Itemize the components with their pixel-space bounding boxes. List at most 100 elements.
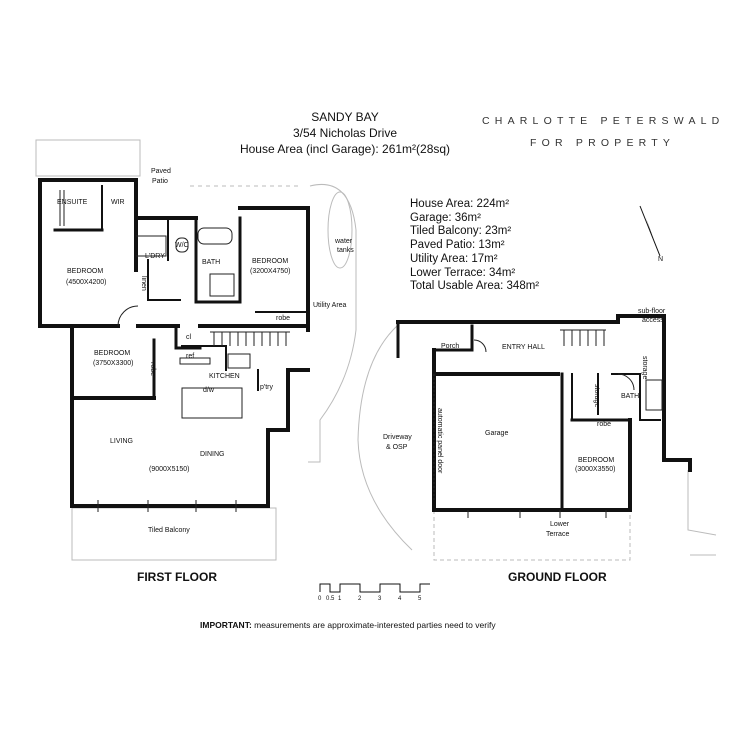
kitchen-island: [181, 387, 243, 419]
bedroom2-size: (3200X4750): [250, 268, 291, 275]
bathtub: [197, 227, 233, 245]
water-tanks-label-2: tanks: [337, 247, 354, 254]
area-item: House Area: 224m²: [410, 198, 510, 210]
laundry-bench: [136, 235, 167, 257]
ground-bedroom-label: BEDROOM: [578, 457, 615, 464]
area-item: Paved Patio: 13m²: [410, 239, 505, 252]
vanity: [59, 190, 65, 226]
driveway-label-2: & OSP: [386, 444, 408, 451]
toilet: [175, 237, 189, 253]
bath-label: BATH: [202, 259, 221, 266]
important-note-text: measurements are approximate-interested …: [251, 620, 496, 630]
living-size: (9000X5150): [149, 466, 190, 473]
kitchen-label: KITCHEN: [209, 373, 240, 380]
paved-patio-outline: [35, 139, 141, 177]
linen-label: linen: [140, 276, 147, 291]
wall: [639, 373, 661, 421]
cooktop: [227, 353, 251, 369]
water-tanks-label-1: water: [335, 238, 353, 245]
robe3-label: robe: [149, 362, 156, 377]
brand-name: CHARLOTTE PETERSWALD: [482, 115, 725, 127]
paved-patio-label-2: Patio: [152, 178, 168, 185]
stairs: [560, 329, 606, 346]
scale-label: 4: [398, 596, 402, 602]
wall: [266, 368, 310, 432]
tiled-balcony-label: Tiled Balcony: [148, 527, 190, 534]
robe-label: robe: [276, 315, 291, 322]
scale-label: 1: [338, 596, 342, 602]
area-item: Tiled Balcony: 23m²: [410, 225, 512, 238]
scale-label: 0.5: [326, 596, 335, 602]
tiled-balcony-outline: [71, 507, 277, 561]
garage-label: Garage: [485, 430, 509, 437]
scale-label: 3: [378, 596, 382, 602]
scale-label: 5: [418, 596, 422, 602]
door-swing: [117, 305, 139, 327]
driveway-arc: [357, 324, 413, 551]
shower: [645, 379, 663, 411]
area-list: House Area: 224m² Garage: 36m² Tiled Bal…: [410, 198, 539, 294]
area-item: Utility Area: 17m²: [410, 252, 498, 265]
sub-floor-label-2: access: [642, 317, 664, 324]
important-note-label: IMPORTANT:: [200, 620, 252, 630]
bedroom3-size: (3750X3300): [93, 360, 134, 367]
address: 3/54 Nicholas Drive: [292, 126, 398, 140]
balcony-posts: [97, 500, 237, 512]
terrace-posts: [467, 510, 607, 518]
utility-area-outline: [308, 184, 357, 463]
door-swing: [617, 373, 635, 391]
suburb-title: SANDY BAY: [311, 110, 379, 124]
porch-label: Porch: [441, 343, 460, 350]
paved-patio-label-1: Paved: [151, 168, 171, 175]
wall: [174, 324, 202, 350]
important-note: IMPORTANT: measurements are approximate-…: [200, 620, 496, 630]
dining-label: DINING: [200, 451, 225, 458]
dw-label: d/w: [203, 387, 214, 394]
wall: [147, 259, 181, 301]
area-item: Total Usable Area: 348m²: [410, 280, 540, 293]
bedroom2-label: BEDROOM: [252, 258, 289, 265]
wall: [662, 314, 692, 472]
wall: [181, 345, 227, 371]
bedroom1-size: (4500X4200): [66, 279, 107, 286]
ground-bedroom-size: (3000X3550): [575, 466, 616, 473]
scale-label: 2: [358, 596, 362, 602]
side-terrace-lines: [687, 470, 717, 556]
utility-area-label: Utility Area: [313, 302, 347, 309]
stairs: [210, 331, 290, 346]
wc-label: W/C: [175, 242, 189, 249]
pantry-label: p'try: [260, 384, 274, 391]
brand-tagline: FOR PROPERTY: [530, 137, 676, 149]
water-tanks-shape: [327, 191, 353, 269]
lower-terrace-label-2: Terrace: [546, 531, 570, 538]
bedroom1-label: BEDROOM: [67, 268, 104, 275]
ldry-label: L'DRY: [145, 253, 165, 260]
area-item: Garage: 36m²: [410, 211, 481, 224]
house-area-total: House Area (incl Garage): 261m²(28sq): [239, 142, 451, 156]
compass-north-label: N: [658, 256, 664, 263]
bedroom3-label: BEDROOM: [94, 350, 131, 357]
robe-label: robe: [597, 421, 612, 428]
sub-floor-label-1: sub-floor: [638, 308, 666, 315]
entry-hall-label: ENTRY HALL: [502, 344, 545, 351]
cl-label: cl: [186, 334, 192, 341]
driveway-label-1: Driveway: [383, 434, 412, 441]
bath-label: BATH: [621, 393, 640, 400]
storage2-label: storage: [593, 384, 600, 408]
first-floor-title: FIRST FLOOR: [137, 570, 217, 584]
lower-terrace-outline: [433, 510, 631, 561]
door-swing: [473, 339, 487, 353]
compass-arrow: [639, 205, 661, 257]
scale-bar: [319, 583, 430, 593]
wir-label: WIR: [111, 199, 125, 206]
storage-label: storage: [641, 356, 648, 380]
wall: [616, 314, 666, 324]
area-item: Lower Terrace: 34m²: [410, 266, 516, 279]
shower: [209, 273, 235, 297]
lower-terrace-label-1: Lower: [550, 521, 570, 528]
cabinet: [179, 357, 211, 365]
wall: [194, 216, 242, 304]
ref-label: ref: [186, 353, 195, 360]
scale-label: 0: [318, 596, 322, 602]
